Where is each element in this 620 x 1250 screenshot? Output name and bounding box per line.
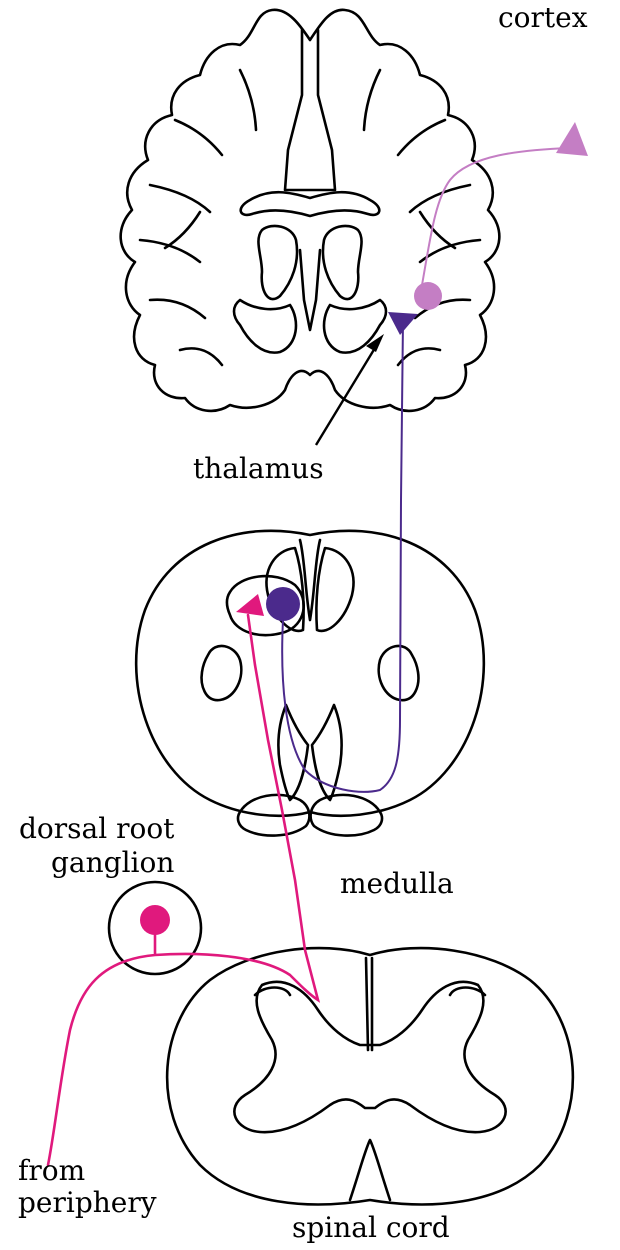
- third-order-terminal: [556, 122, 588, 156]
- longitudinal-fissure: [285, 30, 335, 190]
- second-order-cell-body: [266, 587, 300, 621]
- spinal-cord-section: [167, 948, 573, 1204]
- label-drg-line1: dorsal root: [19, 812, 175, 845]
- medulla-section: [136, 531, 484, 836]
- right-sulci: [364, 70, 480, 365]
- left-lateral-nucleus: [202, 646, 242, 700]
- label-medulla: medulla: [340, 867, 454, 900]
- right-pyramid: [312, 705, 342, 800]
- dorsal-horn-caps: [255, 988, 485, 996]
- first-order-terminal: [236, 594, 264, 616]
- spinal-dorsal-median: [366, 958, 372, 1050]
- spinal-ventral-median: [350, 1140, 390, 1200]
- label-drg-line2: ganglion: [51, 846, 174, 879]
- label-thalamus: thalamus: [193, 452, 324, 485]
- thalamus-pointer-arrow: [316, 334, 384, 445]
- corpus-callosum: [241, 192, 380, 216]
- third-ventricle: [300, 250, 320, 330]
- dorsal-root-ganglion: [109, 882, 201, 974]
- right-dorsal-column: [316, 548, 353, 631]
- third-order-neuron: [414, 122, 588, 310]
- left-sulci: [140, 70, 256, 365]
- cortex-outline: [121, 10, 500, 411]
- label-periphery-line2: periphery: [18, 1186, 157, 1219]
- third-order-cell-body: [414, 282, 442, 310]
- spinal-cord-outline: [167, 948, 573, 1204]
- right-lateral-ventricle: [323, 226, 362, 299]
- drg-neuron-cell-body: [140, 905, 170, 935]
- label-cortex: cortex: [498, 1, 588, 34]
- medulla-outline: [136, 531, 484, 816]
- label-periphery-line1: from: [18, 1154, 85, 1187]
- left-pyramid: [278, 705, 308, 800]
- left-lateral-ventricle: [258, 226, 297, 299]
- right-lateral-nucleus: [379, 646, 419, 700]
- brain-coronal-section: [121, 10, 500, 411]
- grey-matter-butterfly: [234, 982, 505, 1132]
- third-order-axon: [422, 148, 570, 285]
- left-thalamus: [234, 300, 296, 353]
- label-spinal-cord: spinal cord: [292, 1211, 450, 1244]
- first-order-neuron: [48, 594, 318, 1165]
